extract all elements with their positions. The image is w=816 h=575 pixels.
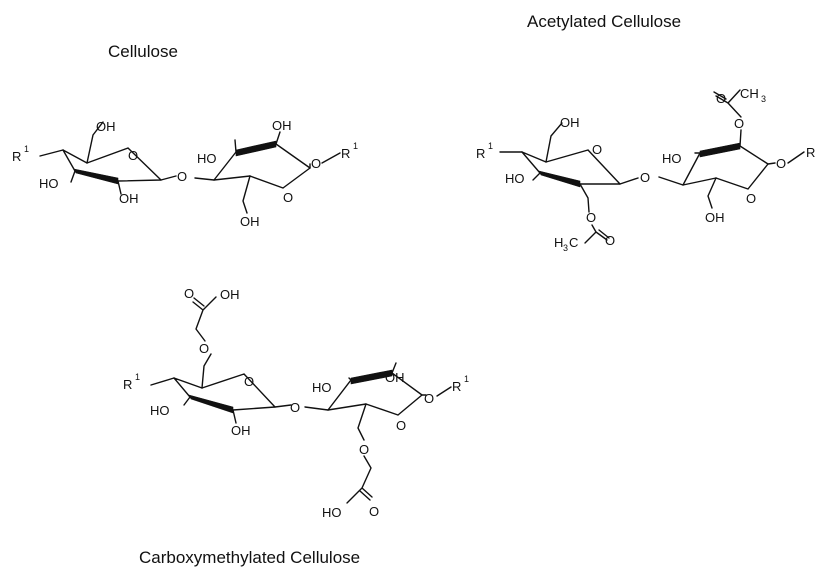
atom-labels-cellulose: R 1 OH O HO OH O HO OH O OH O R 1 [12,118,358,229]
atom-label: O [605,233,615,248]
atom-label: O [359,442,369,457]
atom-label: R [476,146,485,161]
glucose-ring-2 [658,89,776,209]
atom-label: R [341,146,350,161]
atom-label: OH [385,370,405,385]
atom-label: R [123,377,132,392]
atom-label: R [806,145,815,160]
atom-labels-acetylated: R 1 OH O HO O H 3 C O O HO O O CH 3 O OH… [476,86,815,253]
atom-label: O [244,374,254,389]
atom-label: HO [150,403,170,418]
atom-label: OH [231,423,251,438]
atom-label: H [554,235,563,250]
atom-label: 1 [464,374,469,384]
atom-labels-carboxymethylated: O OH O R 1 O HO OH O HO OH O O R 1 O HO … [123,286,469,520]
atom-label: HO [312,380,332,395]
title-carboxymethylated-cellulose: Carboxymethylated Cellulose [139,548,360,567]
atom-label: 1 [488,141,493,151]
atom-label: HO [322,505,342,520]
atom-label: R [452,379,461,394]
atom-label: 3 [761,94,766,104]
atom-label: C [569,235,578,250]
glucose-ring-1 [150,296,292,424]
atom-label: O [177,169,187,184]
atom-label: O [290,400,300,415]
atom-label: O [396,418,406,433]
title-cellulose: Cellulose [108,42,178,61]
title-acetylated-cellulose: Acetylated Cellulose [527,12,681,31]
atom-label: 1 [353,141,358,151]
atom-label: HO [662,151,682,166]
atom-label: O [199,341,209,356]
atom-label: R [12,149,21,164]
atom-label: OH [220,287,240,302]
atom-label: O [128,148,138,163]
atom-label: O [640,170,650,185]
atom-label: O [184,286,194,301]
atom-label: 1 [24,144,29,154]
atom-label: O [586,210,596,225]
atom-label: O [283,190,293,205]
atom-label: OH [96,119,116,134]
atom-label: OH [705,210,725,225]
glucose-ring-1 [499,122,639,244]
atom-label: OH [119,191,139,206]
atom-label: O [369,504,379,519]
atom-label: 3 [563,243,568,253]
atom-label: HO [505,171,525,186]
glucose-ring-1 [39,121,177,195]
atom-label: HO [39,176,59,191]
glucose-ring-2 [194,131,311,214]
structure-carboxymethylated-cellulose: O OH O R 1 O HO OH O HO OH O O R 1 O HO … [123,286,469,520]
atom-label: HO [197,151,217,166]
atom-label: O [776,156,786,171]
atom-label: O [716,91,726,106]
atom-label: OH [560,115,580,130]
structure-acetylated-cellulose: R 1 OH O HO O H 3 C O O HO O O CH 3 O OH… [476,86,815,253]
structure-cellulose: R 1 OH O HO OH O HO OH O OH O R 1 [12,118,358,229]
atom-label: O [311,156,321,171]
atom-label: O [734,116,744,131]
atom-label: O [424,391,434,406]
atom-label: O [746,191,756,206]
atom-label: 1 [135,372,140,382]
atom-label: OH [240,214,260,229]
glucose-ring-2 [304,362,427,504]
atom-label: CH [740,86,759,101]
atom-label: O [592,142,602,157]
atom-label: OH [272,118,292,133]
